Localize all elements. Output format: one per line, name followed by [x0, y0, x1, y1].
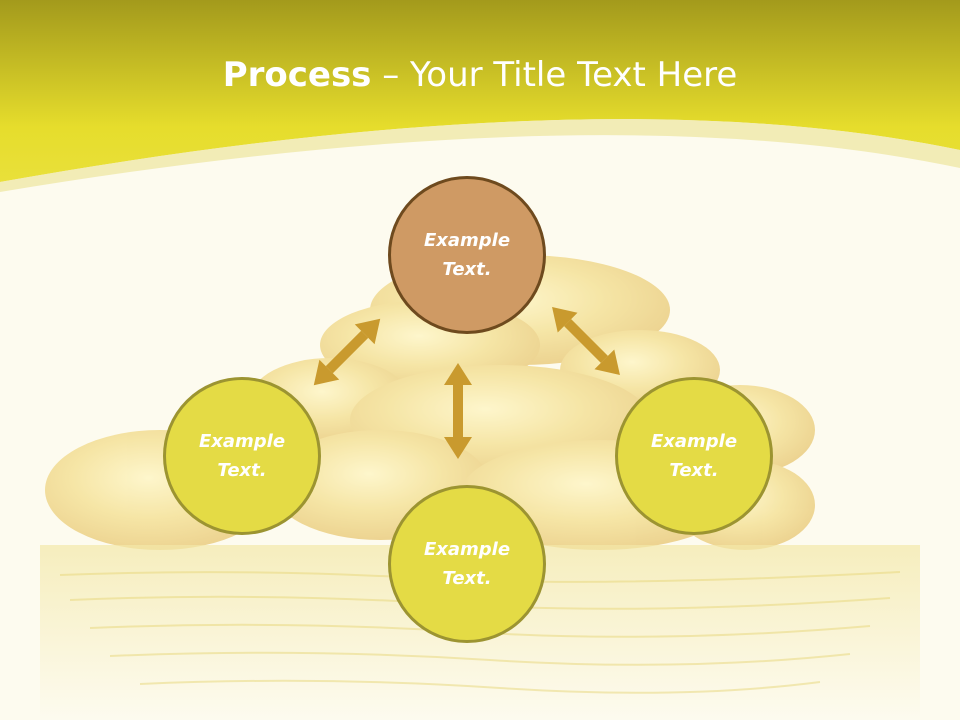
process-node-top: Example Text.	[388, 176, 546, 334]
double-arrow-icon	[313, 318, 381, 386]
double-arrow-icon	[552, 307, 620, 375]
slide-title: Process – Your Title Text Here	[0, 52, 960, 98]
title-bold: Process	[222, 55, 372, 95]
node-text-line1: Example	[198, 431, 286, 452]
header-swoosh	[0, 119, 960, 192]
header-band	[0, 0, 960, 182]
process-node-left: Example Text.	[163, 377, 321, 535]
node-text-line1: Example	[423, 539, 511, 560]
node-text-line2: Text.	[217, 460, 267, 481]
process-node-bottom: Example Text.	[388, 485, 546, 643]
node-text-line2: Text.	[442, 568, 492, 589]
node-text-line2: Text.	[442, 259, 492, 280]
node-text-line1: Example	[423, 230, 511, 251]
node-text-line1: Example	[650, 431, 738, 452]
process-node-right: Example Text.	[615, 377, 773, 535]
title-rest: – Your Title Text Here	[371, 55, 738, 95]
double-arrow-icon	[444, 363, 472, 459]
node-text-line2: Text.	[669, 460, 719, 481]
